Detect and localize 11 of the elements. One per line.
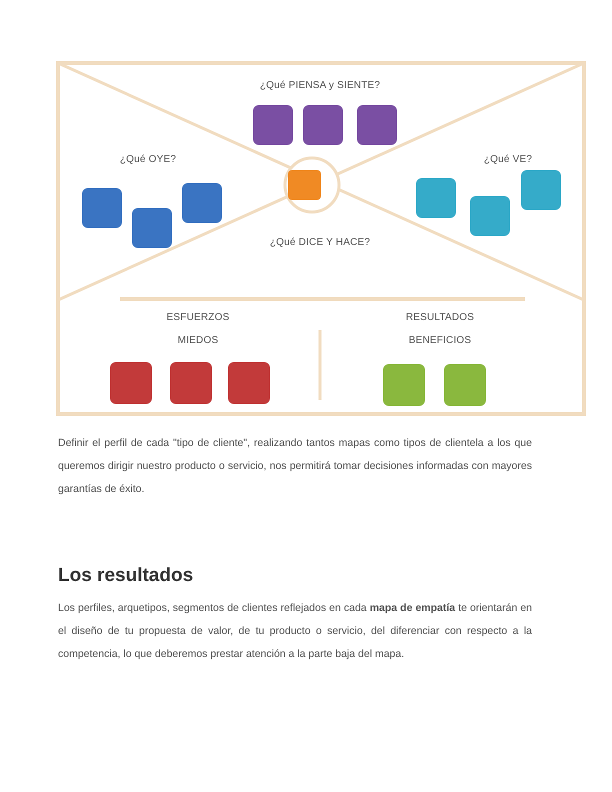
quadrant-label: RESULTADOS: [406, 312, 474, 323]
quadrant-label: MIEDOS: [178, 335, 218, 346]
quadrant-label: ¿Qué PIENSA y SIENTE?: [260, 80, 380, 91]
paragraph: Los perfiles, arquetipos, segmentos de clientes reflejados en cada mapa de empatía te orientarán en el diseño de tu propuesta de valor, de tu producto o servicio, del diferenciar con respecto a la competencia, lo que deberemos prestar atención a la parte baja del mapa.: [58, 601, 532, 662]
quadrant-label: ¿Qué VE?: [484, 154, 532, 165]
quadrant-label: ¿Qué DICE Y HACE?: [270, 237, 370, 248]
quadrant-label: BENEFICIOS: [408, 335, 472, 346]
paragraph: Definir el perfil de cada "tipo de cliente", realizando tantos mapas como tipos de clientela a los que queremos dirigir nuestro producto o servicio, nos permitirá tomar decisiones informadas con mayores garantías de éxito.: [58, 436, 532, 497]
section-heading: Los resultados: [58, 565, 194, 587]
quadrant-label: ESFUERZOS: [166, 312, 230, 323]
quadrant-label: ¿Qué OYE?: [120, 154, 176, 165]
